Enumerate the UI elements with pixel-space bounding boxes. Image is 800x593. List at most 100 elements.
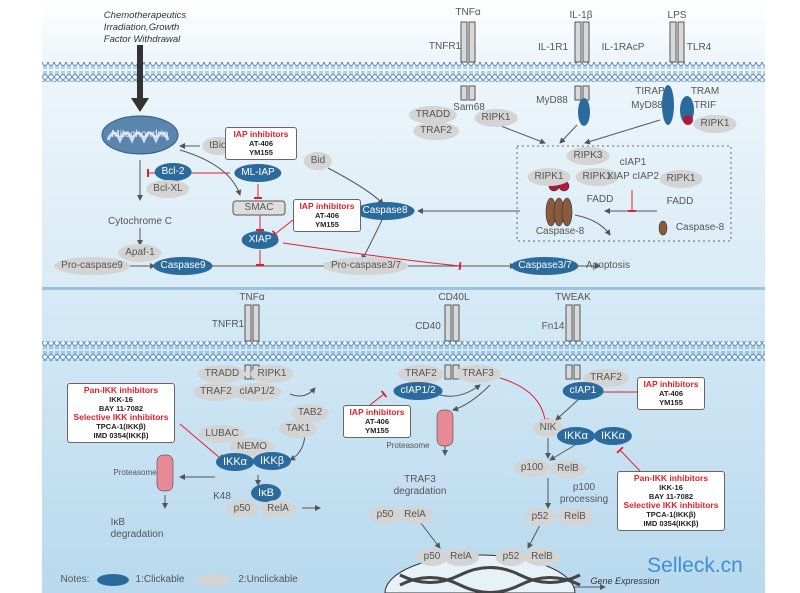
fadd-label: FADD [586,194,614,205]
sam68-label: Sam68 [453,102,485,113]
tnfa-label: TNFα [455,7,481,18]
bclxl-node: Bcl-XL [146,180,190,198]
nik-node: NIK [532,419,564,437]
caspase8-node[interactable]: Caspase8 [355,202,415,220]
pro-caspase9-node: Pro-caspase9 [54,257,130,275]
apaf1-node: Apaf-1 [118,244,162,262]
tlr4-label: TLR4 [686,42,712,53]
ciap1-label: cIAP1 [619,157,647,168]
tram-label: TRAM [690,86,720,97]
ripk1-node: RIPK1 [474,109,518,127]
lubac-node: LUBAC [198,425,246,443]
ikkb-node[interactable]: IKKβ [252,452,292,470]
caspase37-node[interactable]: Caspase3/7 [511,257,579,275]
legend-clickable-label: 1:Clickable [135,574,185,585]
apoptosis-label: Apoptosis [586,260,630,271]
ikb-node[interactable]: IκB [251,484,281,502]
proteasome-label: Proteasome [386,441,430,450]
bcl2-node[interactable]: Bcl-2 [154,163,192,181]
p100-node: p100 [513,459,551,477]
caspase8-label: Caspase-8 [535,226,585,237]
trif-label: TRIF [693,100,717,111]
legend-notes-label: Notes: [60,574,90,585]
ciap1-node[interactable]: cIAP1 [562,382,604,400]
xiap-ciap2-label: XIAP cIAP2 [606,171,660,182]
ml-iap-node[interactable]: ML-IAP [234,164,282,182]
lps-label: LPS [667,10,687,21]
ripk1-node: RIPK1 [659,170,703,188]
rela-node: RelA [260,500,296,518]
dna-icon [399,566,581,593]
caspase8-label: Caspase-8 [675,222,725,233]
tradd-node: TRADD [408,106,458,124]
relb-node: RelB [557,508,593,526]
traf3-node: TRAF3 [455,365,501,383]
p50-node: p50 [416,548,448,566]
ripk3-node: RIPK3 [566,147,610,165]
ripk1-node: RIPK1 [693,115,737,133]
traf2-node: TRAF2 [193,383,239,401]
tirap-label: TIRAP [635,86,665,97]
tnfr1-label: TNFR1 [211,319,245,330]
ciap12-node: cIAP1/2 [232,383,282,401]
fn14-label: Fn14 [541,321,565,332]
tak1-node: TAK1 [278,420,318,438]
il1r1-label: IL-1R1 [537,42,569,53]
tnfr1-label: TNFR1 [428,41,462,52]
p52-node: p52 [495,548,527,566]
rela-node: RelA [397,506,433,524]
traf2-node: TRAF2 [583,369,629,387]
cytochrome-c-label: Cytochrome C [108,216,172,227]
tab2-node: TAB2 [290,404,330,422]
proteasome-icon [156,409,454,492]
selleck-watermark: Selleck.cn [647,554,743,577]
ripk1-node: RIPK1 [250,365,294,383]
membrane-top [42,62,765,82]
relb-node: RelB [550,460,586,478]
death-complex-box [516,145,732,242]
tweak-label: TWEAK [555,292,591,303]
cd40-label: CD40 [415,321,441,332]
ikka-node[interactable]: IKKα [215,453,255,471]
legend-unclickable-label: 2:Unclickable [238,574,298,585]
xiap-node[interactable]: XIAP [241,231,279,249]
tnfa-label: TNFα [239,292,265,303]
ikka-node[interactable]: IKKα [593,427,633,445]
myd88-label: MyD88 [631,100,663,111]
traf2-node: TRAF2 [398,365,444,383]
il1b-label: IL-1β [569,10,593,21]
pro-caspase37-node: Pro-caspase3/7 [323,257,409,275]
ripk1-node: RIPK1 [575,168,619,186]
mitochondria-label: Mitochondria [111,129,169,140]
rela-node: RelA [443,548,479,566]
legend-clickable-swatch [97,574,129,586]
fadd-label: FADD [666,196,694,207]
ikka-node[interactable]: IKKα [556,427,596,445]
p50-node: p50 [226,500,258,518]
myd88-label: MyD88 [536,95,568,106]
legend-unclickable-swatch [196,574,230,586]
tradd-node: TRADD [197,365,247,383]
il1racp-label: IL-1RAcP [601,42,645,53]
relb-node: RelB [524,548,560,566]
proteasome-label: Proteasome [113,468,157,477]
caspase9-node[interactable]: Caspase9 [153,257,213,275]
p52-node: p52 [524,508,556,526]
nemo-node: NEMO [230,438,274,456]
bid-node: Bid [303,152,333,170]
ciap12-node[interactable]: cIAP1/2 [393,382,443,400]
p50-node: p50 [369,506,401,524]
cd40l-label: CD40L [438,292,470,303]
ripk1-node: RIPK1 [527,168,571,186]
k48-label: K48 [213,491,231,502]
